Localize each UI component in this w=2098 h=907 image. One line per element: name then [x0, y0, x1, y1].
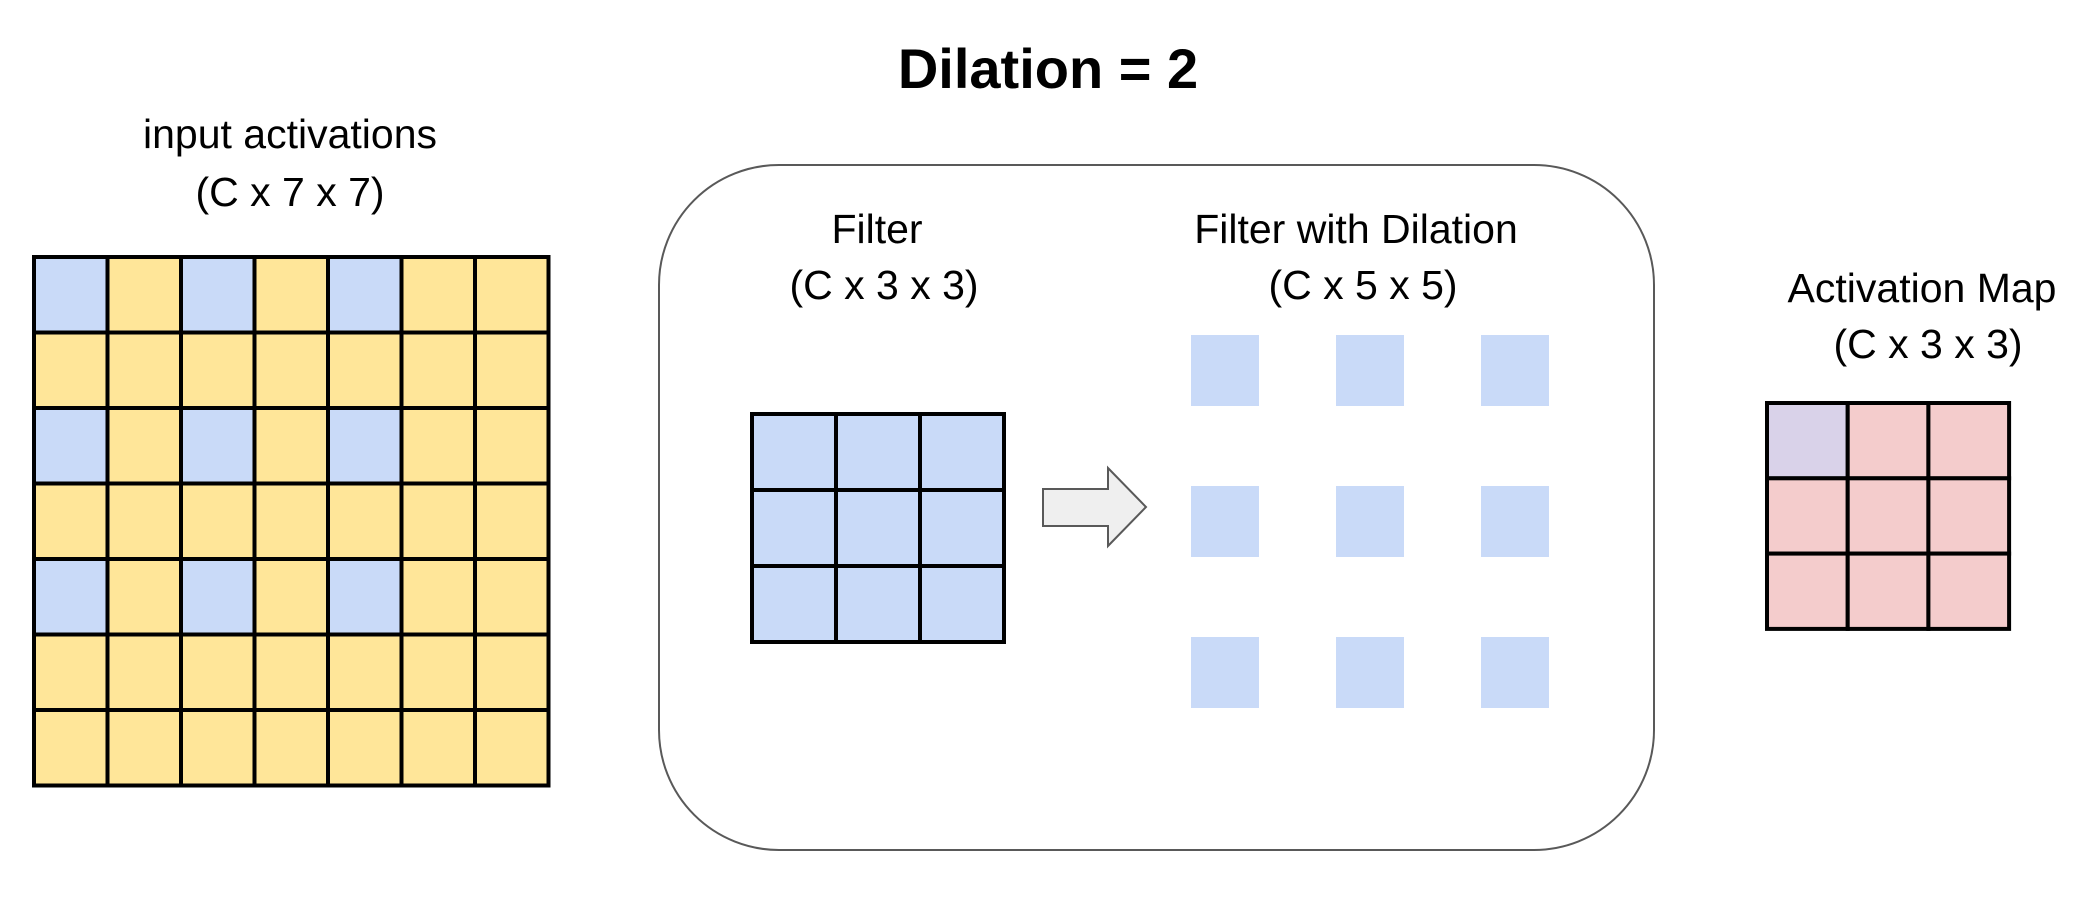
- input-cell: [252, 255, 330, 335]
- input-cell: [473, 255, 551, 335]
- input-cell: [326, 632, 404, 712]
- filter-panel-border: [658, 164, 1655, 851]
- dilated-filter-cell: [1481, 486, 1549, 557]
- activation-map-cell: [1926, 476, 2012, 556]
- input-cell: [179, 632, 257, 712]
- activation-map: Activation Map (C x 3 x 3): [1765, 265, 2057, 631]
- dilated-filter-cell: [1191, 486, 1259, 557]
- filter-label-line2: (C x 3 x 3): [789, 262, 978, 308]
- input-cell: [179, 330, 257, 410]
- input-cell: [105, 481, 183, 561]
- input-cell: [473, 330, 551, 410]
- input-cell: [105, 632, 183, 712]
- input-cell: [32, 406, 110, 486]
- input-cell: [326, 481, 404, 561]
- input-cell: [399, 481, 477, 561]
- input-cell: [32, 632, 110, 712]
- input-cell: [32, 255, 110, 335]
- filter-cell: [750, 564, 838, 644]
- input-cell: [399, 255, 477, 335]
- input-cell: [32, 708, 110, 788]
- dilated-filter-cell: [1481, 335, 1549, 406]
- input-cell: [399, 708, 477, 788]
- input-cell: [399, 406, 477, 486]
- input-cell: [473, 406, 551, 486]
- dilated-filter-grid: [1191, 335, 1549, 708]
- input-cell: [399, 632, 477, 712]
- input-cell: [179, 557, 257, 637]
- filter-grid: [750, 412, 1006, 644]
- input-cell: [252, 632, 330, 712]
- input-label-line1: input activations: [143, 111, 437, 157]
- input-cell: [252, 330, 330, 410]
- filter-cell: [834, 412, 922, 492]
- dilated-filter-label-line2: (C x 5 x 5): [1268, 262, 1457, 308]
- input-cell: [473, 708, 551, 788]
- input-cell: [399, 330, 477, 410]
- input-cell: [326, 255, 404, 335]
- input-cell: [32, 481, 110, 561]
- input-cell: [179, 481, 257, 561]
- dilated-filter-cell: [1336, 486, 1404, 557]
- input-cell: [105, 557, 183, 637]
- input-cell: [252, 481, 330, 561]
- input-cell: [326, 708, 404, 788]
- activation-map-label-line1: Activation Map: [1788, 265, 2057, 311]
- dilated-filter-cell: [1336, 335, 1404, 406]
- input-grid: [32, 255, 551, 788]
- input-activations: input activations (C x 7 x 7): [32, 111, 551, 788]
- dilated-filter-cell: [1191, 335, 1259, 406]
- activation-map-cell: [1765, 401, 1850, 481]
- filter-label-line1: Filter: [831, 206, 922, 252]
- activation-map-cell: [1845, 476, 1931, 556]
- dilated-filter-cell: [1191, 637, 1259, 708]
- dilated-filter-label-line1: Filter with Dilation: [1194, 206, 1518, 252]
- filter-cell: [750, 488, 838, 568]
- input-cell: [105, 406, 183, 486]
- input-cell: [105, 708, 183, 788]
- input-cell: [105, 330, 183, 410]
- filter-cell: [834, 564, 922, 644]
- activation-map-cell: [1765, 551, 1850, 631]
- input-cell: [252, 406, 330, 486]
- input-cell: [179, 255, 257, 335]
- diagram-title: Dilation = 2: [898, 37, 1198, 100]
- input-cell: [252, 557, 330, 637]
- activation-map-cell: [1845, 551, 1931, 631]
- input-cell: [473, 557, 551, 637]
- input-cell: [179, 406, 257, 486]
- input-cell: [32, 557, 110, 637]
- input-cell: [473, 632, 551, 712]
- activation-map-cell: [1765, 476, 1850, 556]
- right-arrow-icon: [1042, 465, 1148, 549]
- activation-map-cell: [1926, 401, 2012, 481]
- filter-cell: [918, 488, 1006, 568]
- filter-cell: [918, 564, 1006, 644]
- activation-map-cell: [1926, 551, 2012, 631]
- activation-map-grid: [1765, 401, 2012, 631]
- input-cell: [326, 406, 404, 486]
- input-cell: [179, 708, 257, 788]
- filter-panel: Filter (C x 3 x 3) Filter with Dilation …: [658, 164, 1655, 851]
- dilated-filter-cell: [1336, 637, 1404, 708]
- input-cell: [252, 708, 330, 788]
- activation-map-cell: [1845, 401, 1931, 481]
- filter-cell: [834, 488, 922, 568]
- input-label-line2: (C x 7 x 7): [195, 169, 384, 215]
- filter-cell: [918, 412, 1006, 492]
- filter-cell: [750, 412, 838, 492]
- input-cell: [326, 330, 404, 410]
- input-cell: [105, 255, 183, 335]
- input-cell: [399, 557, 477, 637]
- input-cell: [326, 557, 404, 637]
- activation-map-label-line2: (C x 3 x 3): [1833, 321, 2022, 367]
- input-cell: [32, 330, 110, 410]
- dilated-filter-cell: [1481, 637, 1549, 708]
- input-cell: [473, 481, 551, 561]
